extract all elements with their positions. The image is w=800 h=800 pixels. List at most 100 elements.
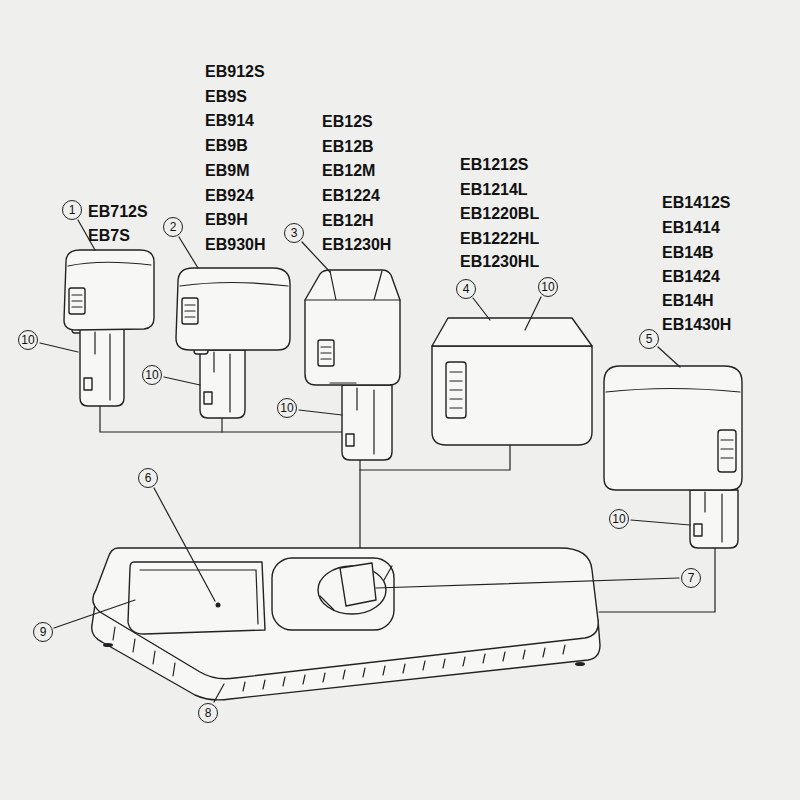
callout-number: 6	[138, 468, 158, 488]
battery-pack	[432, 318, 592, 445]
bracket-line	[359, 460, 360, 560]
leader-line	[54, 600, 135, 628]
callout-number: 10	[538, 277, 558, 297]
battery-plug	[80, 329, 124, 406]
plug-contact	[204, 392, 212, 404]
callout-number: 10	[609, 509, 629, 529]
model-label: EB1220BL	[460, 204, 539, 224]
callout-number: 9	[33, 622, 53, 642]
leader-line	[658, 347, 680, 367]
plug-ridge	[95, 332, 110, 400]
model-label: EB1222HL	[460, 229, 539, 249]
leader-line	[214, 684, 224, 702]
charger	[92, 548, 600, 700]
model-label: EB930H	[205, 235, 265, 255]
battery-housing	[604, 366, 742, 490]
bracket-line	[221, 418, 222, 432]
plug-ridge	[705, 492, 722, 542]
latch-grip	[72, 295, 82, 307]
leader-line	[164, 377, 200, 385]
battery-pack	[604, 366, 742, 548]
plug-contact	[84, 378, 92, 390]
leader-lines	[40, 220, 690, 702]
battery-plug	[342, 385, 392, 460]
model-label: EB1214L	[460, 180, 528, 200]
leader-line	[154, 488, 215, 601]
model-label: EB1414	[662, 218, 720, 238]
charger-slot	[272, 558, 394, 630]
battery-pack	[64, 250, 154, 406]
plug-contact	[694, 524, 702, 536]
callout-number: 10	[277, 398, 297, 418]
battery-pack	[305, 270, 400, 460]
battery-plug	[200, 350, 245, 418]
callout-number: 10	[142, 365, 162, 385]
charger-vents	[113, 627, 565, 691]
model-label: EB914	[205, 111, 254, 131]
model-label: EB1212S	[460, 155, 529, 175]
model-label: EB1230H	[322, 235, 391, 255]
slot-socket	[340, 563, 376, 606]
model-label: EB12M	[322, 161, 375, 181]
housing-edge	[606, 389, 740, 393]
callout-number: 5	[639, 329, 659, 349]
charger-foot	[575, 662, 585, 666]
model-label: EB12H	[322, 211, 374, 231]
callout-number: 10	[18, 330, 38, 350]
model-label: EB1224	[322, 186, 380, 206]
model-label: EB924	[205, 186, 254, 206]
callout-number: 1	[62, 200, 82, 220]
model-label: EB7S	[88, 226, 130, 246]
model-label: EB1230HL	[460, 252, 539, 272]
leader-line	[179, 237, 198, 268]
callout-number: 2	[163, 217, 183, 237]
callout-number: 4	[456, 279, 476, 299]
battery-latch	[446, 362, 466, 418]
battery-housing	[176, 268, 290, 350]
model-label: EB9B	[205, 136, 248, 156]
housing-edge	[180, 283, 288, 287]
leader-line	[473, 298, 490, 320]
model-label: EB12S	[322, 112, 373, 132]
latch-grip	[185, 305, 195, 317]
model-label: EB1424	[662, 267, 720, 287]
battery-latch	[718, 430, 736, 472]
model-label: EB9M	[205, 161, 249, 181]
leader-line	[376, 578, 679, 588]
latch-grip	[450, 372, 462, 408]
plug-contact	[346, 434, 354, 446]
model-label: EB912S	[205, 62, 265, 82]
charger-foot	[103, 643, 113, 647]
latch-grip	[321, 347, 331, 359]
latch-grip	[721, 440, 733, 458]
leader-line	[299, 410, 342, 415]
model-label: EB1430H	[662, 315, 731, 335]
battery-latch	[182, 298, 198, 324]
callout-number: 3	[284, 223, 304, 243]
leader-line	[40, 343, 78, 352]
housing-edge	[305, 271, 400, 300]
battery-top	[432, 318, 592, 346]
battery-latch	[69, 288, 85, 314]
housing-edge	[68, 262, 151, 266]
model-label: EB12B	[322, 137, 374, 157]
model-label: EB1412S	[662, 193, 731, 213]
model-label: EB14H	[662, 291, 714, 311]
battery-pack	[176, 268, 290, 418]
charge-lamp	[216, 603, 221, 608]
battery-housing	[432, 346, 592, 445]
model-label: EB14B	[662, 243, 714, 263]
leader-line	[631, 520, 690, 525]
housing-edge	[330, 382, 356, 383]
model-label: EB9S	[205, 87, 247, 107]
battery-housing	[305, 270, 400, 385]
battery-housing	[64, 250, 154, 330]
plug-ridge	[357, 388, 374, 454]
callout-number: 8	[198, 703, 218, 723]
battery-latch	[318, 340, 334, 366]
callout-number: 7	[681, 568, 701, 588]
model-label: EB712S	[88, 202, 148, 222]
